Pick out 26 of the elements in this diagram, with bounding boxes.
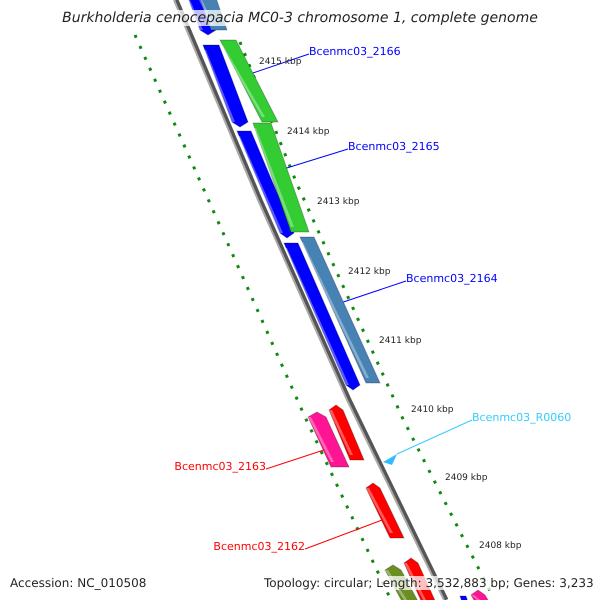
gene-feature [307, 411, 350, 468]
gene-feature [252, 122, 310, 232]
gene-label: Bcenmc03_2164 [406, 273, 498, 284]
scale-label: 2409 kbp [445, 474, 488, 483]
scale-label: 2408 kbp [479, 542, 522, 551]
gene-feature [365, 482, 405, 538]
scale-label: 2411 kbp [379, 337, 422, 346]
scale-label: 2415 kbp [259, 58, 302, 67]
leader-line [342, 280, 406, 302]
scale-label: 2412 kbp [348, 268, 390, 277]
leader-line [396, 420, 472, 454]
triangle-marker [383, 454, 397, 465]
gene-label: Bcenmc03_2162 [213, 541, 305, 552]
leader-line [266, 450, 324, 470]
gene-feature [219, 40, 279, 122]
gene-label: Bcenmc03_R0060 [472, 412, 572, 423]
leader-line [286, 148, 348, 168]
leader-line [304, 520, 383, 550]
accession-text: Accession: NC_010508 [8, 576, 148, 590]
scale-label: 2414 kbp [287, 128, 330, 137]
scale-label: 2413 kbp [317, 198, 360, 207]
gene-label: Bcenmc03_2163 [174, 461, 266, 472]
gene-label: Bcenmc03_2165 [348, 141, 440, 152]
leader-line [252, 54, 310, 74]
gene-label: Bcenmc03_2166 [309, 46, 401, 57]
scale-label: 2410 kbp [411, 406, 454, 415]
